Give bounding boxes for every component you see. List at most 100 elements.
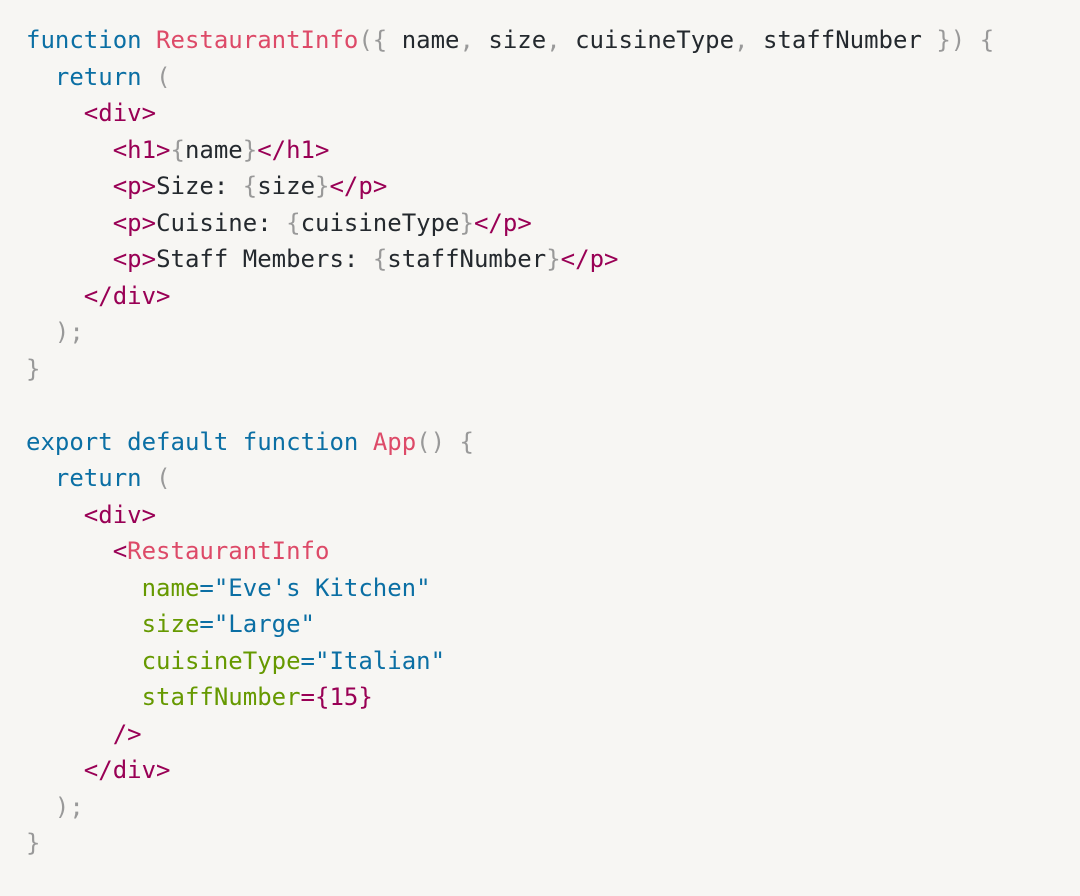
code-token: RestaurantInfo [127,537,330,565]
code-token: { [979,26,995,54]
code-token: /> [112,719,142,748]
code-token [26,574,142,602]
code-token: ="Eve's Kitchen" [199,573,431,602]
code-token: App [372,427,417,456]
code-token: staffNumber [748,26,937,54]
code-token [142,63,156,91]
code-token: } [315,172,330,200]
code-token: RestaurantInfo [156,26,359,54]
code-line: return ( [26,59,994,96]
code-token [965,26,979,54]
code-line: size="Large" [26,606,994,643]
code-token: return [54,464,142,492]
code-token: { [372,245,388,273]
code-token: <p> [112,208,157,237]
code-line: </div> [26,752,994,789]
code-token [26,793,55,821]
code-block: function RestaurantInfo({ name, size, cu… [26,22,994,862]
code-line: staffNumber={15} [26,679,994,716]
code-token [26,136,113,164]
code-token: <h1> [112,135,171,164]
code-token: { [459,427,474,456]
code-token: ="Italian" [300,646,446,675]
code-token: ( [156,464,171,492]
code-token: ( [156,62,171,91]
code-line: <p>Cuisine: {cuisineType}</p> [26,205,994,242]
code-token: , [546,26,561,54]
code-token [142,464,156,492]
code-token: cuisineType [141,646,301,675]
code-token [26,282,84,310]
code-token: staffNumber [387,245,547,273]
code-token [26,647,142,675]
code-token: return [54,62,142,91]
code-token [26,245,113,273]
code-line: function RestaurantInfo({ name, size, cu… [26,22,994,59]
code-token: default [127,427,229,456]
code-line: } [26,825,994,862]
code-line [26,387,994,424]
code-token [26,464,55,492]
code-token [445,428,459,456]
code-token [26,610,142,638]
code-token: } [26,829,41,857]
code-token: ); [54,318,84,346]
code-token: ="Large" [199,610,315,638]
code-token [26,99,84,127]
code-token: ({ [358,26,388,54]
code-token: } [459,208,474,237]
code-token: <p> [112,245,157,273]
code-token: </div> [83,756,171,784]
code-token: { [170,135,185,164]
code-token: } [242,135,258,164]
code-token: , [734,26,749,54]
code-token [228,428,242,456]
code-token: <div> [83,500,157,529]
code-token: </h1> [257,135,330,164]
code-token: Staff Members: [156,245,373,273]
code-token: cuisineType [560,26,735,54]
code-line: return ( [26,460,994,497]
code-token: function [26,26,142,54]
code-token: cuisineType [300,208,460,237]
code-token: ); [54,792,84,821]
code-line: ); [26,314,994,351]
code-line: <RestaurantInfo [26,533,994,570]
code-line: <div> [26,497,994,534]
code-line: <p>Staff Members: {staffNumber}</p> [26,241,994,278]
code-token [26,63,55,91]
code-line: ); [26,789,994,826]
code-line: /> [26,716,994,753]
code-line: <div> [26,95,994,132]
code-token: { [286,208,301,237]
code-token [358,428,372,456]
code-token [113,428,127,456]
code-token: Cuisine: [156,208,287,237]
code-token: <div> [83,99,157,127]
code-token: ={15} [300,683,373,711]
code-line: } [26,351,994,388]
code-line: name="Eve's Kitchen" [26,570,994,607]
code-token: function [242,427,359,456]
code-token: name [141,573,200,602]
code-token: size [257,172,316,200]
code-line: export default function App() { [26,424,994,461]
code-token: size [141,610,200,638]
code-token: () [416,427,446,456]
code-token: </p> [560,245,619,273]
code-line: </div> [26,278,994,315]
code-token: </div> [83,281,171,310]
code-token [26,501,84,529]
code-token [26,756,84,784]
code-token [142,26,156,54]
code-token: </p> [329,172,388,200]
code-token: { [242,172,258,200]
code-token: staffNumber [141,683,301,711]
code-line: <h1>{name}</h1> [26,132,994,169]
code-token [26,720,113,748]
code-token: } [546,245,561,273]
code-token: <p> [112,172,157,200]
code-token: }) [936,26,966,54]
code-token [26,209,113,237]
code-token [26,172,113,200]
